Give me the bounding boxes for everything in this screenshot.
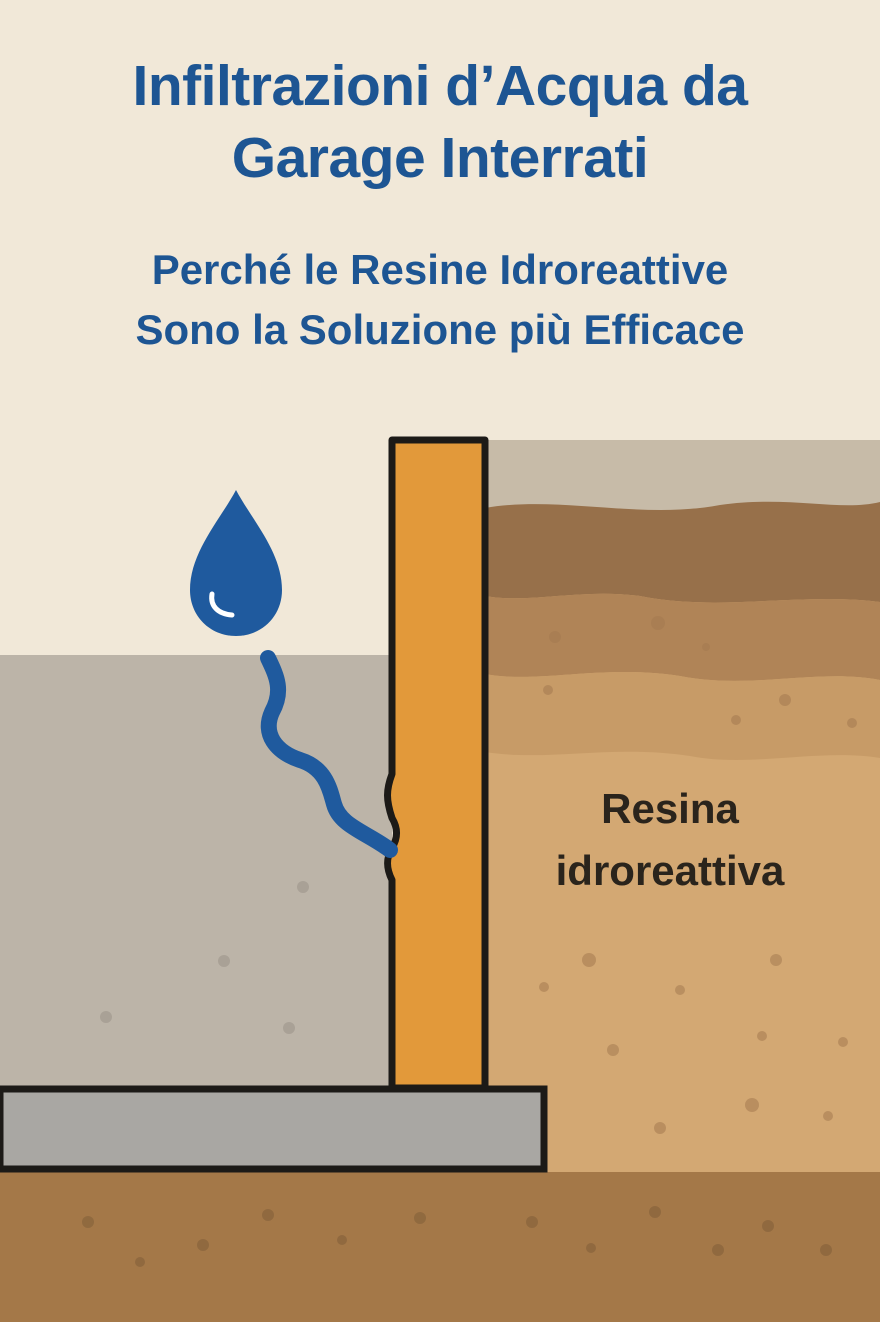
floor-slab — [0, 1085, 548, 1173]
speckle — [549, 631, 561, 643]
speckle — [337, 1235, 347, 1245]
ground-bottom — [0, 1172, 880, 1322]
resin-layer — [384, 436, 489, 1092]
speckle — [847, 718, 857, 728]
speckle — [712, 1244, 724, 1256]
speckle — [820, 1244, 832, 1256]
speckle — [654, 1122, 666, 1134]
soil-speckles — [539, 616, 857, 1134]
speckle — [745, 1098, 759, 1112]
speckle — [197, 1239, 209, 1251]
speckle — [823, 1111, 833, 1121]
concrete-wall — [0, 655, 392, 1088]
page-subtitle: Perché le Resine Idroreattive Sono la So… — [0, 240, 880, 360]
resin-label-line-1: Resina — [601, 785, 739, 832]
speckle — [607, 1044, 619, 1056]
resin-label: Resina idroreattiva — [505, 778, 835, 902]
speckle — [675, 985, 685, 995]
speckle — [702, 643, 710, 651]
speckle — [539, 982, 549, 992]
speckle — [838, 1037, 848, 1047]
speckle — [414, 1212, 426, 1224]
subtitle-line-2: Sono la Soluzione più Efficace — [135, 306, 745, 353]
speckle — [297, 881, 309, 893]
speckle — [586, 1243, 596, 1253]
water-crack — [260, 650, 398, 858]
speckle — [82, 1216, 94, 1228]
speckle — [582, 953, 596, 967]
speckle — [543, 685, 553, 695]
subtitle-line-1: Perché le Resine Idroreattive — [151, 246, 729, 293]
speckle — [731, 715, 741, 725]
page-title: Infiltrazioni d’Acqua da Garage Interrat… — [0, 50, 880, 194]
speckle — [770, 954, 782, 966]
speckle — [100, 1011, 112, 1023]
title-line-2: Garage Interrati — [231, 126, 649, 190]
speckle — [283, 1022, 295, 1034]
speckle — [779, 694, 791, 706]
water-drop-icon — [190, 490, 282, 636]
soil-layers — [485, 440, 880, 1180]
soil-layer-light — [485, 672, 880, 760]
title-line-1: Infiltrazioni d’Acqua da — [132, 54, 748, 118]
soil-top-band — [485, 440, 880, 510]
speckle — [262, 1209, 274, 1221]
speckle — [135, 1257, 145, 1267]
speckle — [649, 1206, 661, 1218]
resin-label-line-2: idroreattiva — [555, 847, 785, 894]
speckle — [526, 1216, 538, 1228]
speckle — [762, 1220, 774, 1232]
soil-layer-mid — [485, 593, 880, 681]
concrete-speckles — [100, 881, 309, 1034]
ground-speckles — [82, 1206, 832, 1267]
speckle — [651, 616, 665, 630]
speckle — [757, 1031, 767, 1041]
soil-layer-dark — [485, 501, 880, 603]
speckle — [218, 955, 230, 967]
